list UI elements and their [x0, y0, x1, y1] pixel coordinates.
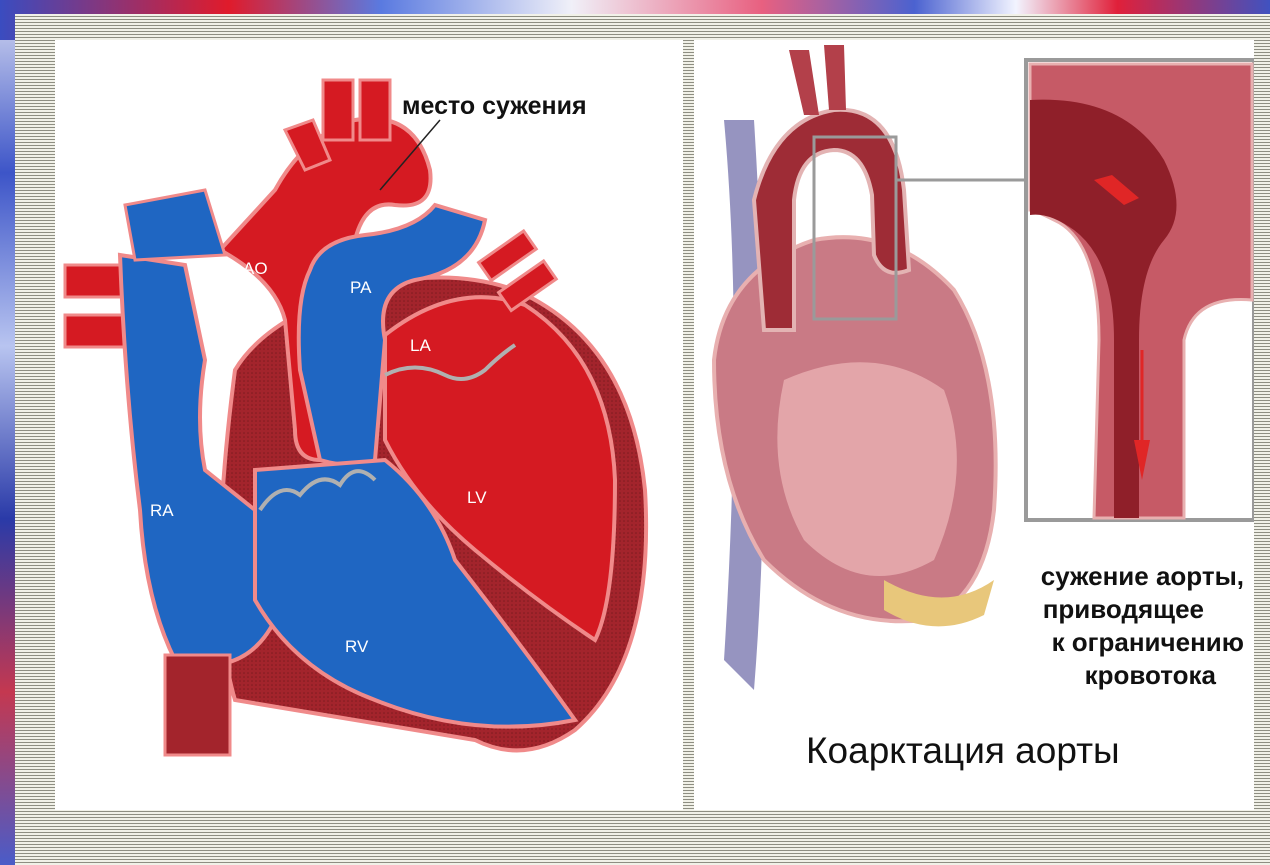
coarctation-illustration-panel: сужение аорты, приводящее к ограничению … [694, 40, 1254, 810]
label-lv: LV [467, 488, 487, 507]
label-rv: RV [345, 637, 369, 656]
aortic-branch-3 [360, 80, 390, 140]
heart-diagram-panel: место сужения AO PA LA LV RA RV [55, 40, 683, 810]
caption-line-3: к ограничению [1052, 627, 1244, 657]
superior-vena-cava [125, 190, 225, 260]
neck-vessel-1 [789, 50, 819, 115]
caption-block: сужение аорты, приводящее к ограничению … [1041, 561, 1244, 690]
caption-line-4: кровотока [1085, 660, 1217, 690]
inferior-vena-cava [165, 655, 230, 755]
heart-diagram: место сужения AO PA LA LV RA RV [55, 40, 683, 810]
neck-vessel-2 [824, 45, 846, 110]
diagram-title: Коарктация аорты [806, 730, 1120, 771]
label-pa: PA [350, 278, 372, 297]
coarctation-illustration: сужение аорты, приводящее к ограничению … [694, 40, 1254, 810]
constriction-label: место сужения [402, 92, 587, 120]
label-ao: AO [243, 259, 268, 278]
label-ra: RA [150, 501, 174, 520]
aortic-branch-2 [323, 80, 353, 140]
caption-line-1: сужение аорты, [1041, 561, 1244, 591]
caption-line-2: приводящее [1043, 594, 1204, 624]
label-la: LA [410, 336, 431, 355]
